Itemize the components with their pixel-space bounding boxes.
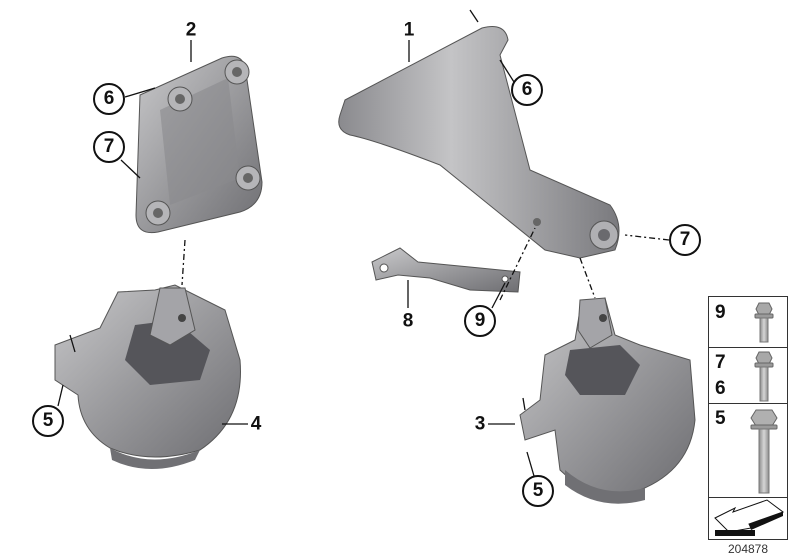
callout-part-8[interactable]: 8: [402, 310, 414, 332]
callout-bolt-6-right[interactable]: 6: [511, 74, 543, 106]
callout-part-1[interactable]: 1: [403, 19, 415, 41]
legend-label: 6: [715, 378, 726, 399]
callout-bolt-5-right[interactable]: 5: [522, 475, 554, 507]
long-bolt-icon: [750, 409, 778, 494]
callout-bolt-7-left[interactable]: 7: [93, 131, 125, 163]
callout-bolt-5-left[interactable]: 5: [32, 405, 64, 437]
forward-arrow-icon: [714, 499, 785, 536]
diagram-reference-number: 204878: [727, 542, 769, 556]
leader-lines: [57, 9, 670, 477]
fastener-legend: 9 7 6 5: [708, 296, 788, 540]
callout-bolt-6-left[interactable]: 6: [93, 83, 125, 115]
part-3-right-engine-mount: [519, 297, 696, 504]
callout-bolt-7-right[interactable]: 7: [669, 224, 701, 256]
legend-label: 9: [715, 302, 726, 323]
legend-label: 7: [715, 352, 726, 373]
part-4-left-engine-mount: [54, 284, 241, 469]
legend-row-7-6[interactable]: 7 6: [708, 347, 788, 404]
legend-row-direction[interactable]: [708, 497, 788, 540]
short-bolt-icon: [754, 302, 774, 343]
callout-bolt-9[interactable]: 9: [464, 305, 496, 337]
legend-row-5[interactable]: 5: [708, 403, 788, 498]
callout-part-3[interactable]: 3: [474, 413, 486, 435]
part-1-right-bracket: [338, 26, 620, 259]
part-2-left-bracket: [135, 55, 263, 234]
legend-label: 5: [715, 408, 726, 429]
medium-bolt-icon: [754, 351, 774, 402]
legend-row-9[interactable]: 9: [708, 296, 788, 348]
callout-part-2[interactable]: 2: [185, 19, 197, 41]
part-8-bracket: [371, 247, 521, 293]
callout-part-4[interactable]: 4: [250, 413, 262, 435]
